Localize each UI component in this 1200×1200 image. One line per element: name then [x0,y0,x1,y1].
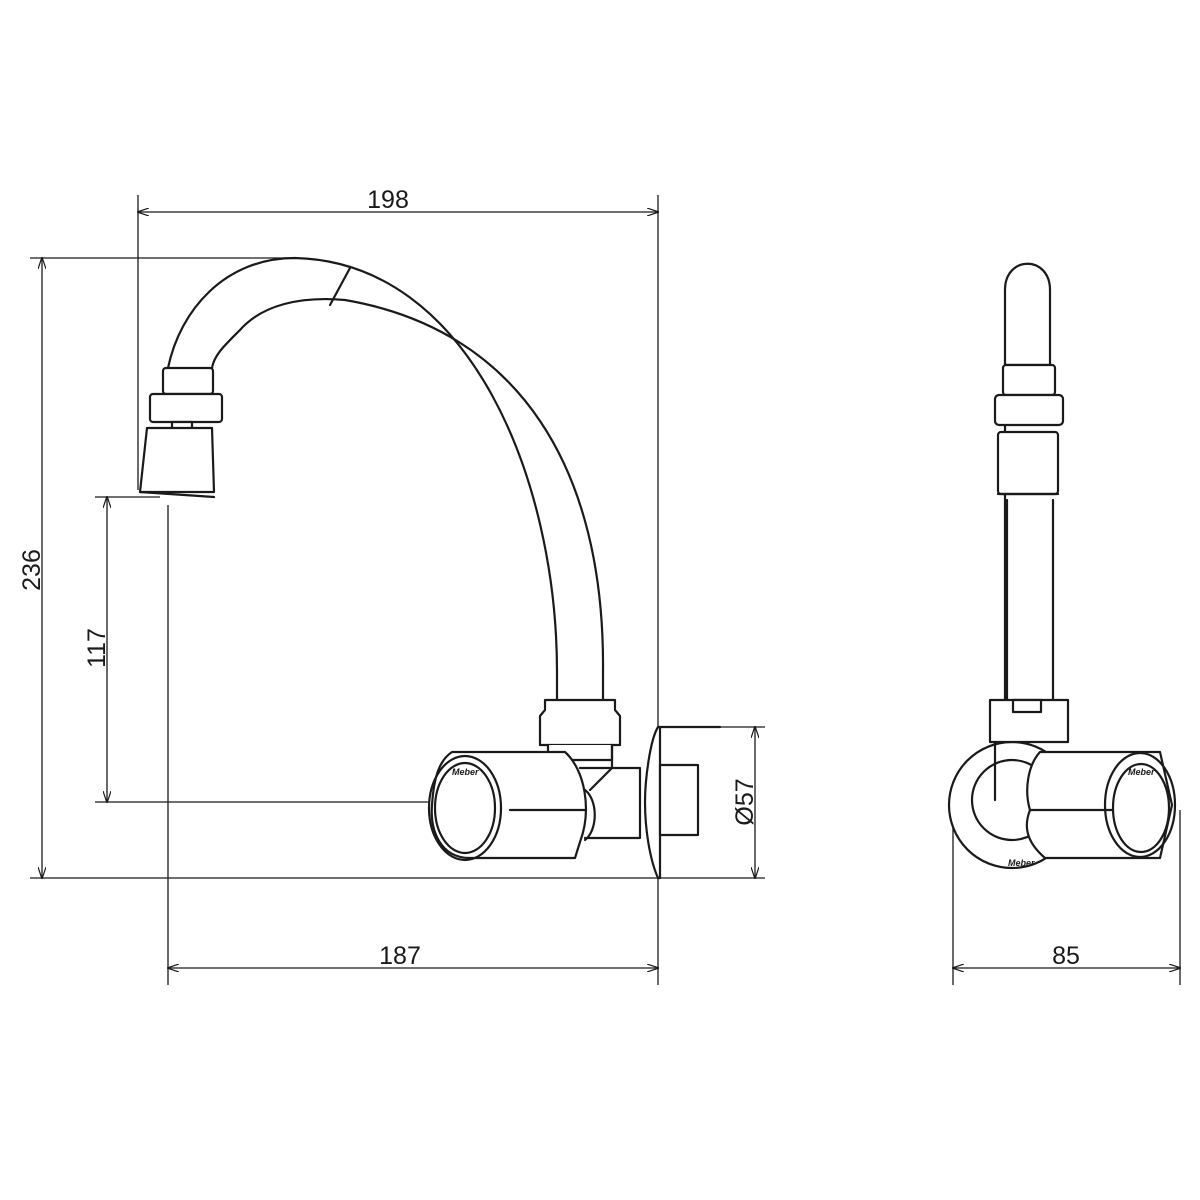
dimension-label-117: 117 [83,628,111,668]
handle-cap [433,761,497,855]
handle-cap [1111,762,1171,854]
valve-body [578,766,642,840]
dimension-label-187: 187 [379,942,421,970]
dimension-236: 236 [18,258,658,878]
spout-outer-edge [166,256,559,702]
dimension-label-57: Ø57 [731,778,759,825]
dimension-187: 187 [168,505,658,985]
wall-stub [658,763,700,837]
spout-collar [538,698,622,747]
flange-logo: Meber [1008,858,1035,868]
wall-flange [643,725,662,880]
aerator-ring [1001,363,1057,397]
dimension-label-198: 198 [367,186,409,214]
handle-logo: Meber [1128,767,1155,777]
handle-logo: Meber [452,767,479,777]
aerator [138,366,224,499]
dimension-label-236: 236 [18,549,46,591]
spout-inner-edge [210,298,605,702]
faucet-side-view: Meber [138,256,722,880]
dimension-198: 198 [138,186,658,985]
faucet-front-view: Meber Meber [947,262,1177,870]
aerator [996,430,1060,496]
dimension-label-85: 85 [1052,942,1080,970]
dimension-117: 117 [83,497,430,802]
spout-seam [328,266,352,307]
